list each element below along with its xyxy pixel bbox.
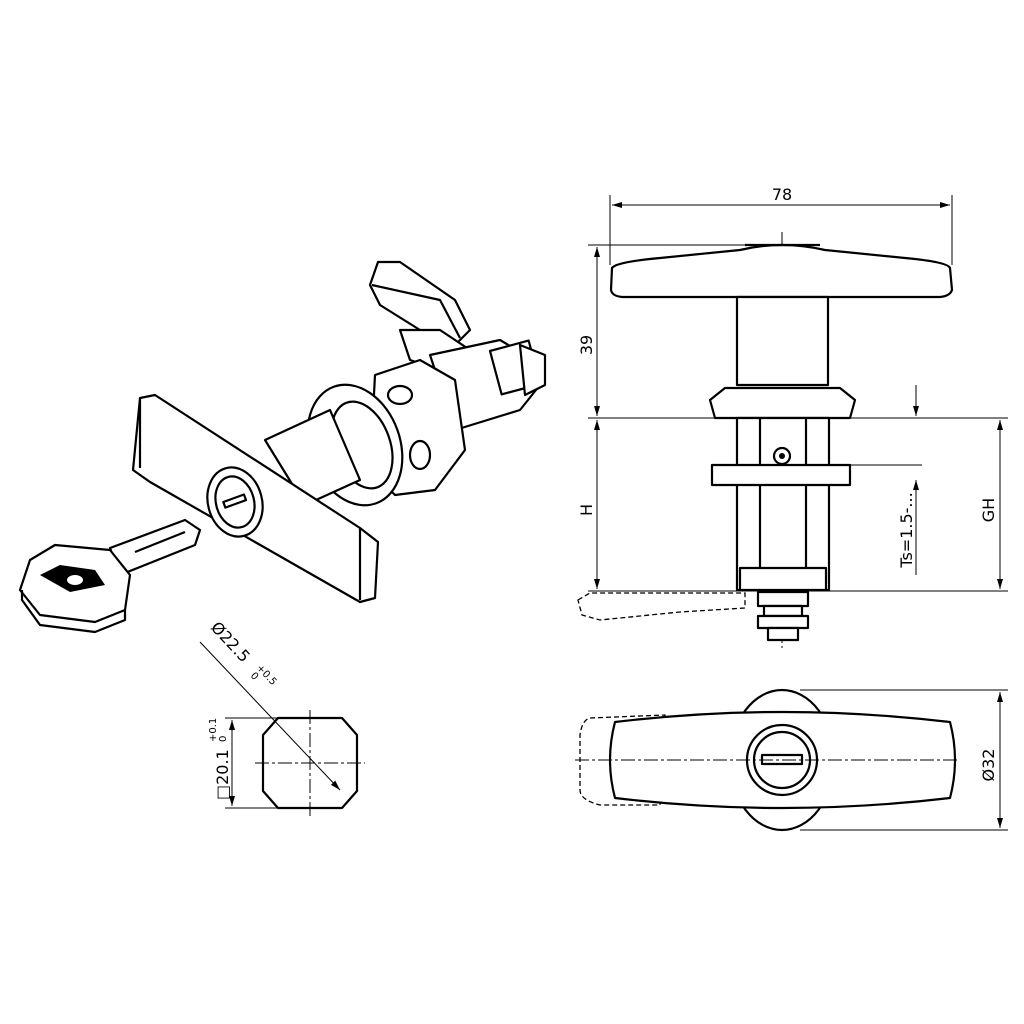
dim-hole-square: □20.1 bbox=[213, 749, 232, 800]
panel-cutout-view: □20.1 +0.1 0 Ø22.5 +0.5 0 bbox=[199, 618, 365, 816]
dim-gh: GH bbox=[979, 498, 998, 522]
dim-base-diameter: Ø32 bbox=[979, 749, 998, 782]
t-handle bbox=[131, 393, 380, 604]
key bbox=[18, 518, 202, 634]
isometric-view bbox=[18, 260, 547, 634]
dim-handle-height: 39 bbox=[577, 335, 596, 355]
dim-handle-width: 78 bbox=[772, 185, 792, 204]
dim-hole-square-tol-lower: 0 bbox=[218, 736, 229, 742]
dim-hole-diameter: Ø22.5 bbox=[207, 618, 254, 666]
cylinder-body bbox=[428, 338, 547, 432]
dim-h: H bbox=[577, 504, 596, 516]
dim-hole-diameter-tol-lower: 0 bbox=[248, 671, 260, 683]
side-view: 78 39 H GH Ts=1.5-... bbox=[577, 185, 1008, 648]
dim-ts: Ts=1.5-... bbox=[897, 492, 916, 568]
dim-hole-square-tol-upper: +0.1 bbox=[208, 718, 219, 742]
top-view: Ø32 bbox=[575, 688, 1008, 832]
